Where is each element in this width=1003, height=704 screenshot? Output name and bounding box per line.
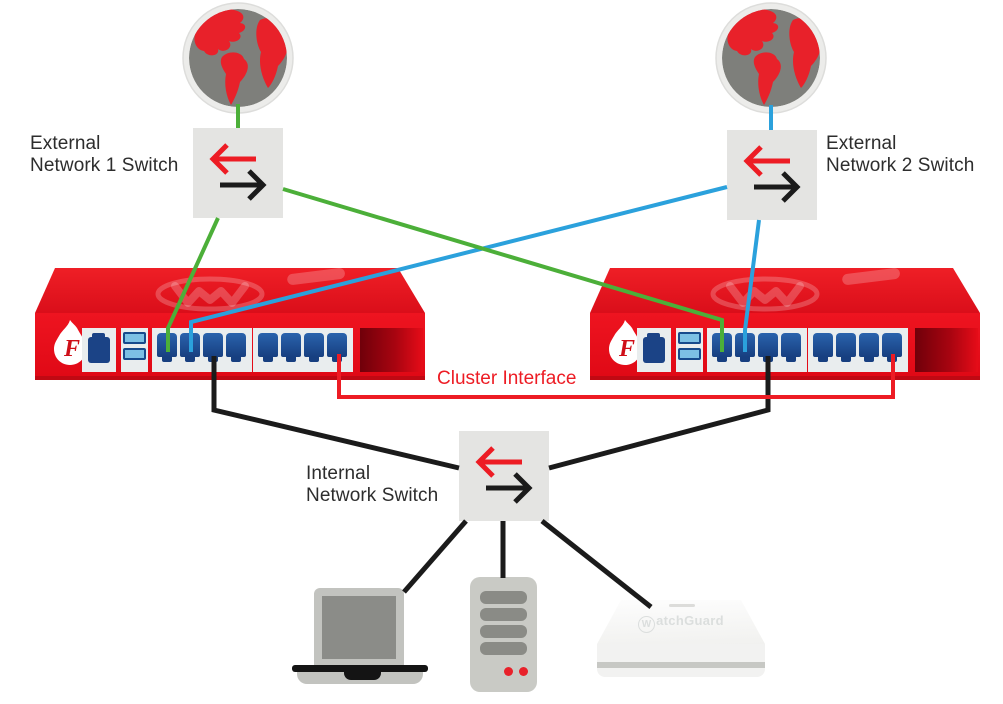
watchguard-w-icon: W	[638, 616, 656, 633]
ethernet-port-2	[180, 333, 200, 362]
external-switch-1	[193, 128, 283, 218]
server-led	[504, 667, 513, 676]
usb-panel	[676, 328, 703, 372]
laptop-display	[322, 596, 396, 659]
console-port-panel	[637, 328, 671, 372]
firebox-end-block	[915, 328, 978, 372]
external-switch-2-label: External Network 2 Switch	[826, 133, 975, 176]
ethernet-ports-group-1	[707, 328, 807, 372]
console-port-panel	[82, 328, 116, 372]
firebox-flame-icon: F	[54, 320, 86, 365]
firebox-appliance-a: F	[35, 268, 425, 380]
ethernet-port-6	[836, 333, 856, 362]
ethernet-ports-group-1	[152, 328, 252, 372]
firebox-top-face	[590, 268, 980, 313]
console-port	[88, 333, 110, 363]
usb-port	[678, 348, 701, 360]
firebox-end-block	[360, 328, 423, 372]
globe-continents	[189, 9, 287, 107]
ethernet-port-7	[304, 333, 324, 362]
firebox-top-face	[35, 268, 425, 313]
ethernet-port-8	[882, 333, 902, 362]
usb-port	[678, 332, 701, 344]
ethernet-port-5	[258, 333, 278, 362]
globe-continents	[722, 9, 820, 107]
internal-switch	[459, 431, 549, 521]
ethernet-port-3	[203, 333, 223, 362]
internet-globe-2	[715, 2, 827, 114]
watchguard-w-logo-icon	[710, 268, 900, 312]
firebox-front-face: F	[590, 313, 980, 380]
laptop-client	[292, 588, 428, 684]
internal-switch-label: Internal Network Switch	[306, 463, 439, 506]
watchguard-w-logo-icon	[155, 268, 345, 312]
ap-front-face	[597, 644, 765, 677]
usb-panel	[121, 328, 148, 372]
server-led	[519, 667, 528, 676]
external-switch-1-label: External Network 1 Switch	[30, 133, 179, 176]
firebox-appliance-b: F	[590, 268, 980, 380]
external-switch-2	[727, 130, 817, 220]
ethernet-ports-group-2	[808, 328, 908, 372]
laptop-screen	[314, 588, 404, 665]
ethernet-port-4	[226, 333, 246, 362]
ethernet-port-5	[813, 333, 833, 362]
ethernet-ports-group-2	[253, 328, 353, 372]
ethernet-port-2	[735, 333, 755, 362]
ap-stripe	[597, 662, 765, 668]
cluster-interface-label: Cluster Interface	[437, 368, 577, 389]
server-tower	[470, 577, 537, 692]
server-vent-slot	[480, 608, 527, 621]
internet-globe-1	[182, 2, 294, 114]
usb-port	[123, 332, 146, 344]
svg-text:F: F	[63, 336, 80, 362]
ethernet-port-1	[712, 333, 732, 362]
switch-arrows-icon	[475, 446, 533, 504]
firebox-front-face: F	[35, 313, 425, 380]
laptop-notch	[344, 668, 381, 680]
ethernet-port-4	[781, 333, 801, 362]
usb-port	[123, 348, 146, 360]
server-vent-slot	[480, 591, 527, 604]
server-vent-slot	[480, 625, 527, 638]
server-vent-slot	[480, 642, 527, 655]
ethernet-port-7	[859, 333, 879, 362]
console-port	[643, 333, 665, 363]
ethernet-port-6	[281, 333, 301, 362]
ethernet-port-8	[327, 333, 347, 362]
ethernet-port-3	[758, 333, 778, 362]
ethernet-port-1	[157, 333, 177, 362]
switch-arrows-icon	[209, 143, 267, 201]
ap-slot	[669, 604, 695, 607]
switch-arrows-icon	[743, 145, 801, 203]
svg-text:F: F	[618, 336, 635, 362]
